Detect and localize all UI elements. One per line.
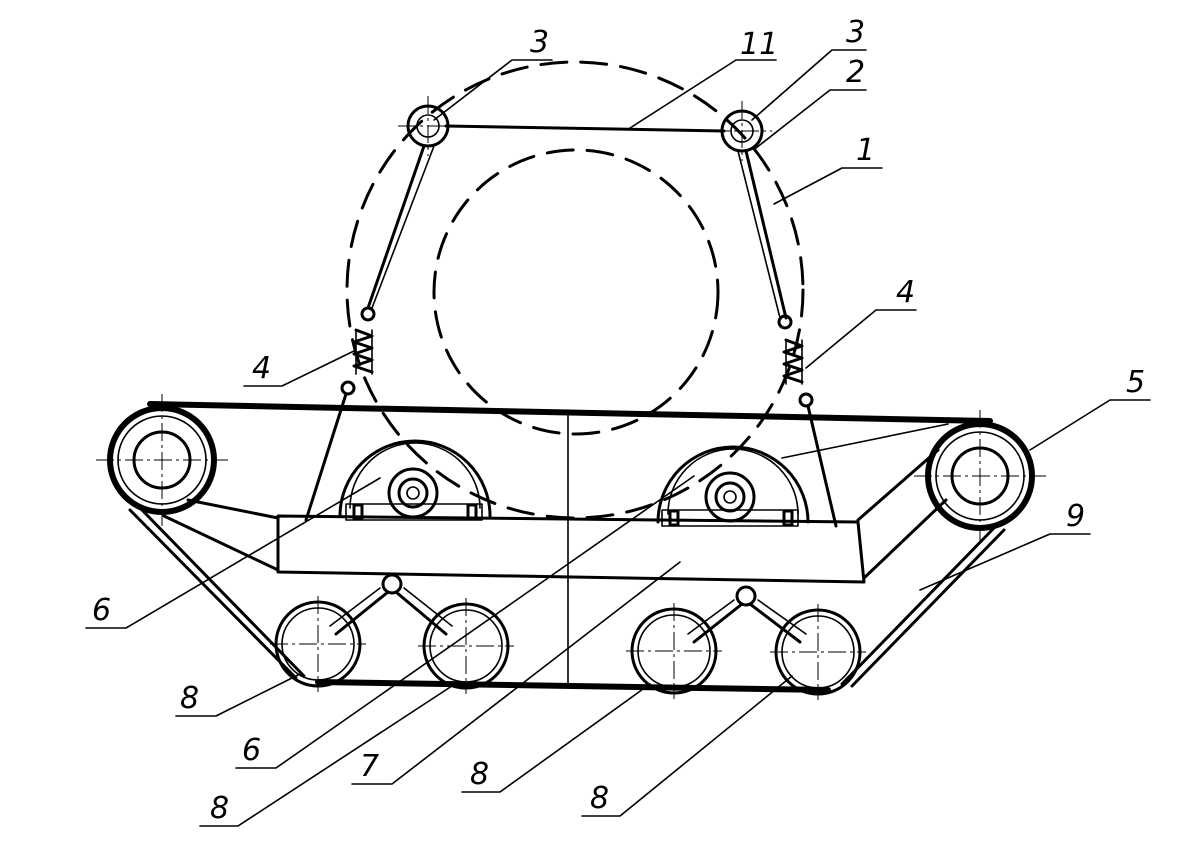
road-wheel-1	[270, 596, 366, 692]
outer-dashed-circle	[345, 60, 805, 520]
left-cable	[304, 144, 435, 522]
right-cable	[737, 149, 838, 528]
main-frame	[162, 409, 949, 687]
callout-6-lower: 6	[242, 733, 261, 768]
callout-8-wheel-4: 8	[590, 781, 609, 816]
left-idler-wheel	[96, 394, 228, 526]
callout-8-wheel-3: 8	[470, 757, 489, 792]
leader-lines	[85, 49, 1151, 827]
right-drive-sprocket	[914, 410, 1046, 542]
callout-7: 7	[360, 749, 379, 784]
right-balancer	[687, 585, 807, 644]
callout-8-wheel-1: 8	[180, 681, 199, 716]
left-bearing-support	[338, 439, 492, 521]
inner-dashed-circle	[432, 148, 720, 436]
callout-8-wheel-2: 8	[210, 791, 229, 826]
road-wheel-3	[626, 603, 722, 699]
callout-3-right: 3	[846, 15, 865, 50]
callout-5: 5	[1126, 365, 1145, 400]
callout-1: 1	[856, 133, 875, 168]
callout-9: 9	[1066, 499, 1085, 534]
left-balancer	[329, 573, 453, 636]
callout-labels: 3 11 3 2 1 4 4 5 9 6 8 6 7 8 8 8	[92, 15, 1145, 826]
callout-6-left: 6	[92, 593, 111, 628]
callout-4-right: 4	[896, 275, 915, 310]
road-wheel-4	[770, 604, 866, 700]
top-frame-beam	[444, 124, 726, 133]
callout-3-left: 3	[530, 25, 549, 60]
road-wheel-2	[418, 598, 514, 694]
callout-11: 11	[740, 27, 778, 62]
right-bearing-support	[656, 445, 810, 527]
callout-4-left: 4	[252, 351, 271, 386]
track-belt	[128, 401, 1006, 693]
callout-2: 2	[846, 55, 865, 90]
